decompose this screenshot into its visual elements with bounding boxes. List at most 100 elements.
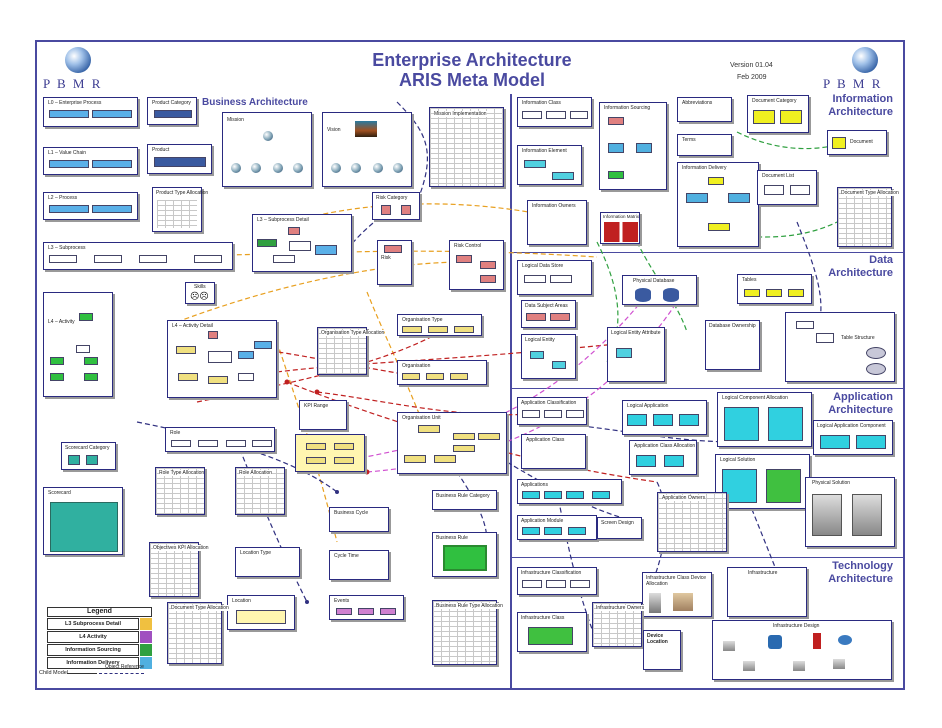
box-l0-enterprise-process[interactable]: L0 – Enterprise Process bbox=[43, 97, 138, 127]
router-icon bbox=[768, 635, 782, 649]
box-business-cycle[interactable]: Business Cycle bbox=[329, 507, 389, 532]
box-document-category[interactable]: Document Category bbox=[747, 95, 809, 133]
box-infrastructure-owners[interactable]: Infrastructure Owners bbox=[592, 602, 645, 647]
chip bbox=[570, 111, 588, 119]
box-application-classification[interactable]: Application Classification bbox=[517, 397, 587, 425]
label: Information Owners bbox=[532, 203, 576, 209]
box-logical-application[interactable]: Logical Application bbox=[622, 400, 707, 435]
box-abbreviations[interactable]: Abbreviations bbox=[677, 97, 732, 122]
chip bbox=[790, 185, 810, 195]
box-risk-category[interactable]: Risk Category bbox=[372, 192, 420, 220]
chip bbox=[570, 580, 590, 588]
label: Infrastructure Owners bbox=[596, 605, 645, 611]
chip bbox=[49, 160, 89, 168]
box-document-list[interactable]: Document List bbox=[757, 170, 817, 205]
box-product[interactable]: Product bbox=[147, 144, 212, 174]
box-objectives-kpi-allocation[interactable]: Objectives KPI Allocation bbox=[149, 542, 209, 597]
box-role-allocation[interactable]: Role Allocation bbox=[235, 467, 285, 515]
box-l3-subprocess[interactable]: L3 – Subprocess bbox=[43, 242, 233, 270]
box-infrastructure-design[interactable]: Infrastructure Design bbox=[712, 620, 892, 680]
box-terms[interactable]: Terms bbox=[677, 134, 732, 156]
box-business-rule-category[interactable]: Business Rule Category bbox=[432, 490, 497, 510]
box-application-class-allocation[interactable]: Application Class Allocation bbox=[629, 440, 697, 475]
box-logical-entity[interactable]: Logical Entity bbox=[521, 334, 576, 379]
chip bbox=[522, 410, 540, 418]
box-l4-activity[interactable]: L4 – Activity bbox=[43, 292, 113, 397]
box-business-rule-type-allocation[interactable]: Business Rule Type Allocation bbox=[432, 600, 503, 665]
box-events[interactable]: Events bbox=[329, 595, 404, 620]
box-role[interactable]: Role bbox=[165, 427, 275, 452]
box-infrastructure[interactable]: Infrastructure bbox=[727, 567, 807, 617]
label: Risk Category bbox=[376, 195, 408, 201]
box-infrastructure-classification[interactable]: Infrastructure Classification bbox=[517, 567, 597, 595]
box-cycle-time[interactable]: Cycle Time bbox=[329, 550, 389, 580]
box-information-sourcing[interactable]: Information Sourcing bbox=[599, 102, 667, 190]
box-infrastructure-class[interactable]: Infrastructure Class bbox=[517, 612, 587, 652]
box-skills[interactable]: Skills ☹☹ bbox=[185, 282, 215, 304]
chip bbox=[768, 407, 803, 441]
box-tables[interactable]: Tables bbox=[737, 274, 812, 304]
box-product-category[interactable]: Product Category bbox=[147, 97, 197, 125]
box-document[interactable]: Document bbox=[827, 130, 887, 155]
box-logical-data-store[interactable]: Logical Data Store bbox=[517, 260, 592, 295]
box-physical-database[interactable]: Physical Database bbox=[622, 275, 697, 305]
box-mission[interactable]: Mission bbox=[222, 112, 312, 187]
box-scorecard-category[interactable]: Scorecard Category bbox=[61, 442, 116, 470]
label: Risk Control bbox=[454, 243, 482, 249]
box-business-rule[interactable]: Business Rule bbox=[432, 532, 497, 577]
box-information-class[interactable]: Information Class bbox=[517, 97, 592, 127]
box-information-delivery[interactable]: Information Delivery bbox=[677, 162, 759, 247]
box-mission-implementation[interactable]: Mission Implementation bbox=[429, 107, 504, 187]
chip bbox=[380, 608, 396, 615]
chip bbox=[708, 223, 730, 231]
box-organisation-unit[interactable]: Organisation Unit bbox=[397, 412, 507, 474]
box-device-location[interactable]: Device Location bbox=[643, 630, 681, 670]
box-risk-control[interactable]: Risk Control bbox=[449, 240, 504, 290]
box-application-owners[interactable]: Application Owners bbox=[657, 492, 727, 552]
box-product-type-allocation[interactable]: Product Type Allocation bbox=[152, 187, 208, 232]
box-logical-component-allocation[interactable]: Logical Component Allocation bbox=[717, 392, 812, 447]
box-org-type-allocation[interactable]: Organisation Type Allocation bbox=[317, 327, 385, 375]
chip bbox=[238, 373, 254, 381]
box-database-ownership[interactable]: Database Ownership bbox=[705, 320, 760, 370]
box-location[interactable]: Location bbox=[227, 595, 295, 630]
box-application-module[interactable]: Application Module bbox=[517, 515, 597, 540]
chip bbox=[208, 376, 228, 384]
box-information-owners[interactable]: Information Owners bbox=[527, 200, 587, 245]
label: Logical Solution bbox=[720, 457, 756, 463]
box-applications[interactable]: Applications bbox=[517, 479, 622, 504]
box-document-type-allocation[interactable]: Document Type Allocation bbox=[837, 187, 899, 247]
box-table-structure[interactable]: Table Structure bbox=[785, 312, 895, 382]
box-location-type[interactable]: Location Type bbox=[235, 547, 300, 577]
box-screen-design[interactable]: Screen Design bbox=[597, 517, 642, 539]
box-vision[interactable]: Vision bbox=[322, 112, 412, 187]
box-physical-solution[interactable]: Physical Solution bbox=[805, 477, 895, 547]
label: Data Subject Areas bbox=[525, 303, 568, 309]
box-role-cluster[interactable] bbox=[295, 434, 365, 472]
box-document-type-allocation-ba[interactable]: Document Type Allocation bbox=[167, 602, 229, 664]
vision-picture bbox=[355, 121, 377, 137]
box-scorecard[interactable]: Scorecard bbox=[43, 487, 123, 555]
legend-title: Legend bbox=[47, 607, 152, 617]
box-application-class[interactable]: Application Class bbox=[521, 434, 586, 469]
box-logical-entity-attribute[interactable]: Logical Entity Attribute bbox=[607, 327, 665, 382]
box-l3-subprocess-detail[interactable]: L3 – Subprocess Detail bbox=[252, 214, 352, 272]
box-logical-solution[interactable]: Logical Solution bbox=[715, 454, 810, 509]
box-l4-activity-detail[interactable]: L4 – Activity Detail bbox=[167, 320, 277, 398]
box-information-element[interactable]: Information Element bbox=[517, 145, 582, 185]
chip bbox=[139, 255, 167, 263]
box-organisation[interactable]: Organisation bbox=[397, 360, 487, 385]
box-l2-process[interactable]: L2 – Process bbox=[43, 192, 138, 220]
box-risk[interactable]: Risk bbox=[377, 240, 412, 285]
box-l1-value-chain[interactable]: L1 – Value Chain bbox=[43, 147, 138, 175]
chip bbox=[50, 357, 64, 365]
box-kpi-range[interactable]: KPI Range bbox=[299, 400, 347, 430]
box-role-type-allocation[interactable]: Role Type Allocation bbox=[155, 467, 205, 515]
box-organisation-type[interactable]: Organisation Type bbox=[397, 314, 482, 336]
box-infrastructure-class-device-allocation[interactable]: Infrastructure Class Device Allocation bbox=[642, 572, 712, 617]
box-logical-application-component[interactable]: Logical Application Component bbox=[813, 420, 893, 455]
box-data-subject-areas[interactable]: Data Subject Areas bbox=[521, 300, 576, 328]
legend: Legend L3 Subprocess Detail L4 Activity … bbox=[47, 607, 152, 669]
label: Physical Database bbox=[633, 278, 675, 284]
box-information-matrix[interactable]: Information Matrix bbox=[600, 212, 640, 244]
